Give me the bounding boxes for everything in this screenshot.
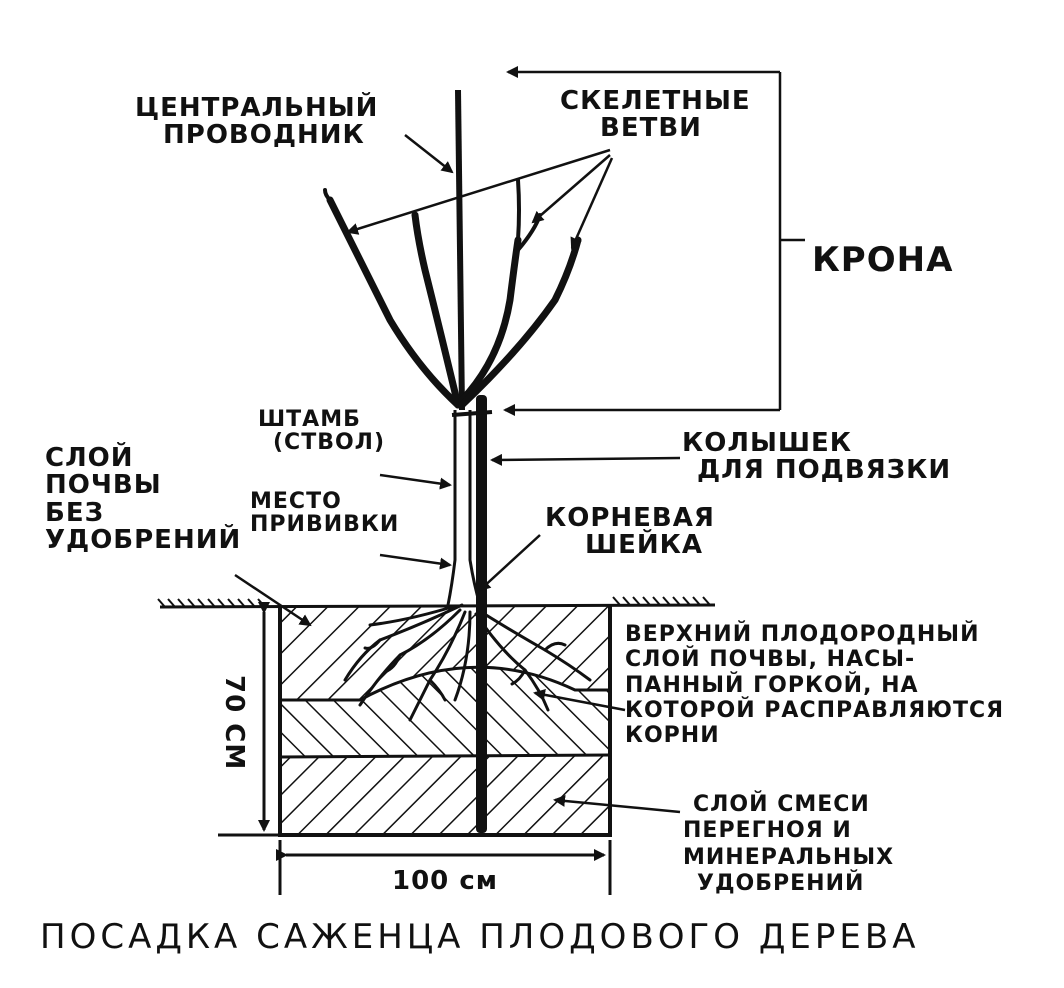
skeletal-branches-drawing — [323, 178, 582, 409]
diagram-title: Посадка саженца плодового дерева — [40, 917, 920, 957]
crown-label: Крона — [812, 240, 954, 280]
width-dimension-label: 100 см — [392, 866, 498, 896]
central-leader — [455, 89, 465, 411]
upper-fertile-layer-label: Верхний плодородный слой почвы, насы- па… — [625, 622, 1005, 749]
humus-mineral-layer — [280, 755, 610, 835]
humus-mineral-layer-label: Слой смеси перегноя и минеральных удобре… — [683, 792, 895, 897]
ground-line — [157, 596, 716, 609]
annotation-arrows — [234, 66, 805, 814]
central-leader-label: Центральный проводник — [135, 93, 379, 151]
depth-dimension-label: 70 см — [219, 675, 249, 771]
graft-site-label: Место прививки — [250, 489, 400, 538]
trunk — [446, 410, 493, 606]
root-collar-label: Корневая шейка — [545, 503, 715, 561]
roots — [343, 603, 592, 722]
dimension-lines — [218, 602, 612, 895]
stake — [476, 395, 487, 833]
planting-pit — [278, 605, 612, 837]
trunk-label: Штамб (ствол) — [258, 407, 386, 456]
stake-label: Колышек для подвязки — [682, 428, 952, 486]
skeletal-branches-label: Скелетные ветви — [560, 86, 751, 144]
topsoil-no-fertilizer-label: Слой почвы без удобрений — [45, 443, 242, 555]
fertile-mound-layer — [280, 667, 610, 757]
